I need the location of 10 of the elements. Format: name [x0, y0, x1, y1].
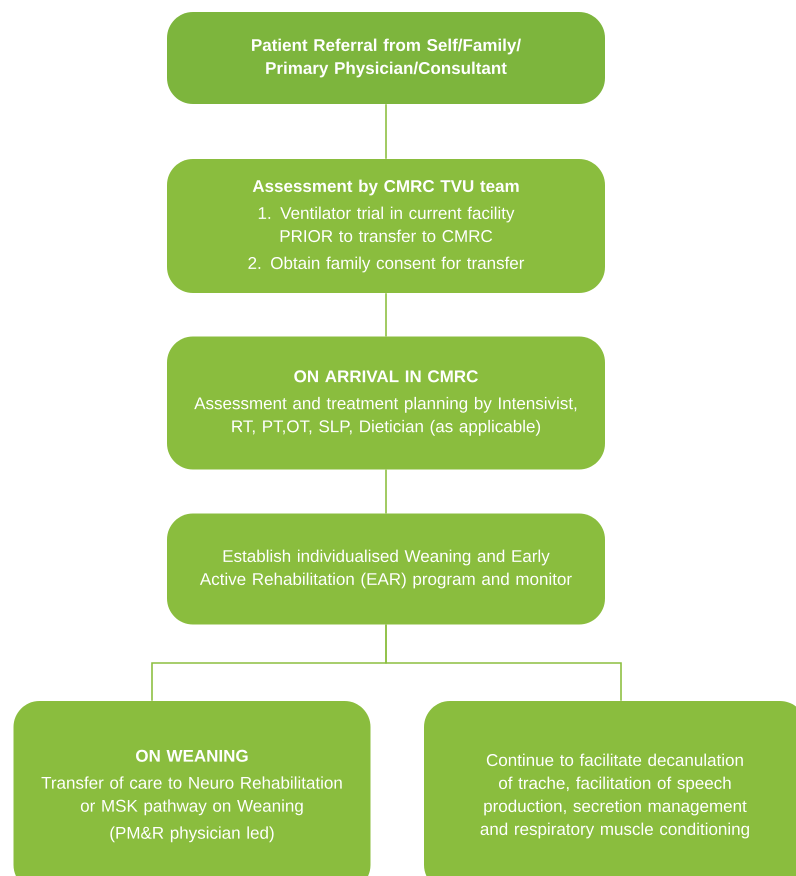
connector-line	[385, 624, 622, 701]
connector-line	[385, 470, 387, 514]
process-box: ON WEANING Transfer of care to Neuro Rehabilitation or MSK pathway on Weaning (PM&R physician led)	[14, 701, 370, 876]
process-box: Continue to facilitate decanulation of trache, facilitation of speech production, secretion management and respiratory muscle conditioning	[424, 701, 796, 876]
process-box: Patient Referral from Self/Family/ Primary Physician/Consultant	[167, 12, 605, 104]
connector-line	[385, 293, 387, 336]
process-box: ON ARRIVAL IN CMRC Assessment and treatment planning by Intensivist, RT, PT,OT, SLP, Dietician (as applicable)	[167, 336, 605, 470]
process-box: Establish individualised Weaning and Early Active Rehabilitation (EAR) program and monitor	[167, 514, 605, 624]
connector-line	[385, 104, 387, 159]
process-box: Assessment by CMRC TVU team 1. Ventilator trial in current facility PRIOR to transfer to CMRC 2. Obtain family consent for transfer	[167, 159, 605, 293]
